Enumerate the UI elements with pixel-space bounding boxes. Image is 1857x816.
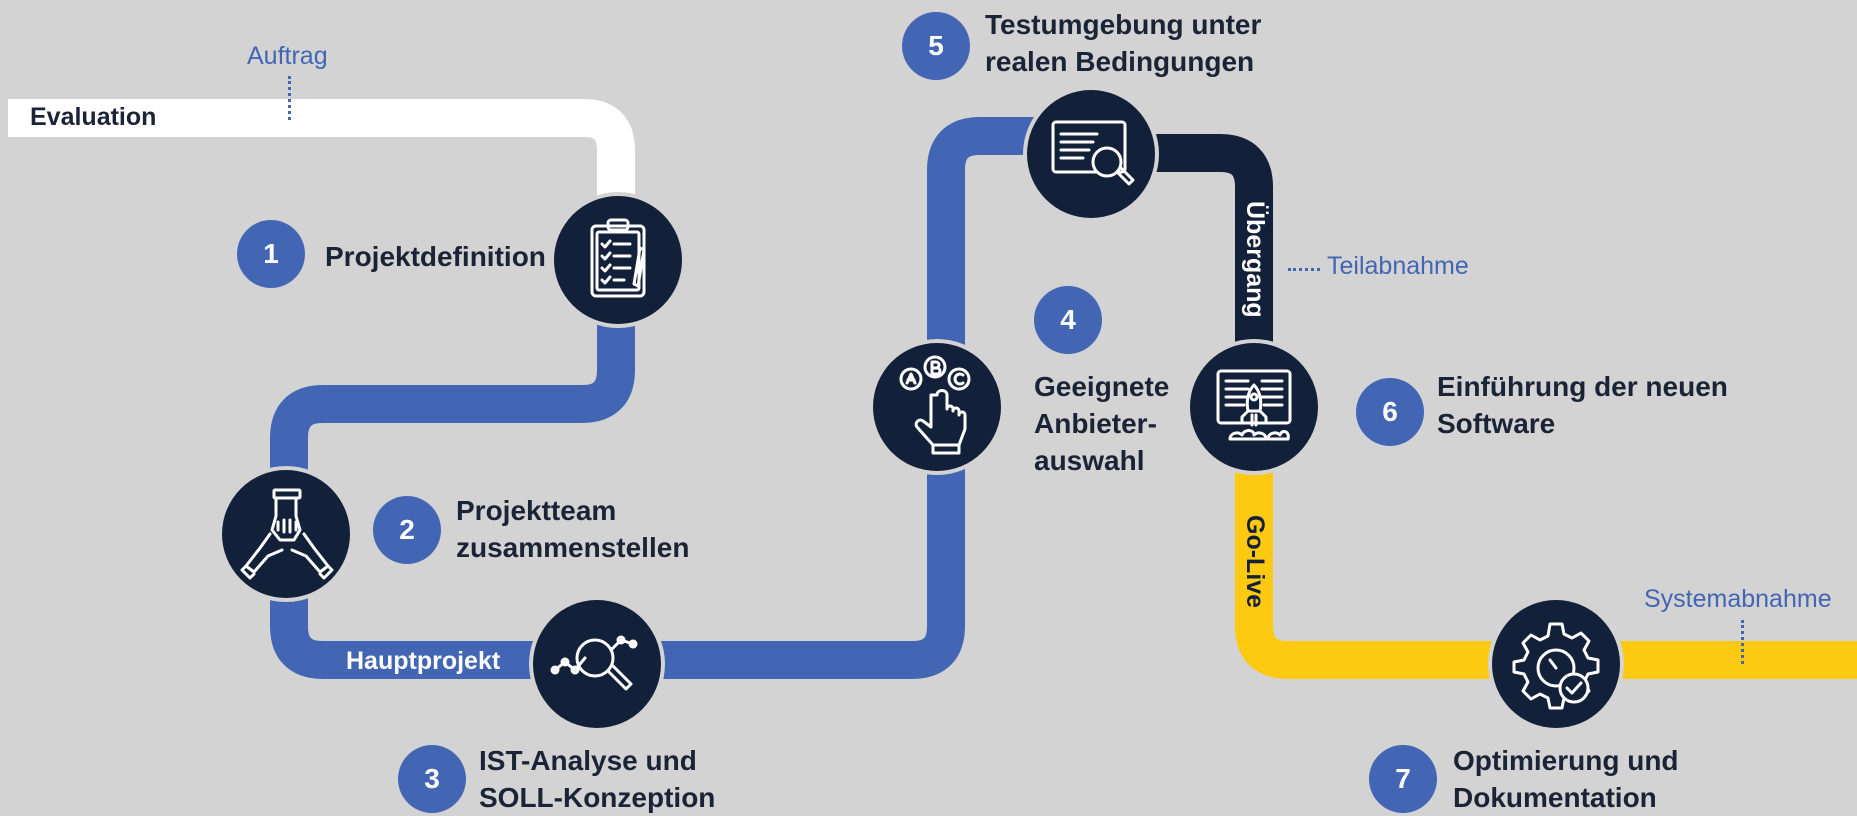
uebergang-label: Übergang [1241, 201, 1269, 318]
step-6-line-1: Einführung der neuen [1437, 371, 1728, 402]
hauptprojekt-label: Hauptprojekt [346, 647, 501, 675]
teilabnahme-leader [1288, 268, 1320, 271]
step-5-badge: 5 [902, 12, 970, 80]
step-1-line-1: Projektdefinition [325, 241, 546, 272]
analysis-magnifier-icon [533, 600, 661, 728]
step-5-line-1: Testumgebung unter [985, 9, 1262, 40]
evaluation-label: Evaluation [30, 103, 157, 131]
step-3-badge: 3 [398, 745, 466, 813]
step-2-line-2: zusammenstellen [456, 532, 690, 563]
systemabnahme-note: Systemabnahme [1644, 585, 1832, 613]
step-7-title: Optimierung und Dokumentation [1453, 742, 1679, 816]
step-3-line-2: SOLL-Konzeption [479, 782, 716, 813]
golive-label: Go-Live [1241, 515, 1269, 609]
step-6-title: Einführung der neuen Software [1437, 368, 1728, 442]
auftrag-leader [288, 76, 291, 120]
step-7-line-1: Optimierung und [1453, 745, 1679, 776]
step-2-badge: 2 [373, 496, 441, 564]
step-2-title: Projektteam zusammenstellen [456, 492, 689, 566]
step-7-badge: 7 [1369, 745, 1437, 813]
step-7-line-2: Dokumentation [1453, 782, 1657, 813]
systemabnahme-leader [1741, 620, 1744, 664]
step-5-title: Testumgebung unter realen Bedingungen [985, 6, 1261, 80]
auftrag-note: Auftrag [247, 42, 328, 70]
clipboard-checklist-icon [554, 196, 682, 324]
teilabnahme-note: Teilabnahme [1327, 252, 1469, 280]
gear-check-icon [1492, 600, 1620, 728]
step-2-line-1: Projektteam [456, 495, 617, 526]
document-search-icon [1027, 90, 1155, 218]
evaluation-path [8, 99, 635, 258]
transition-path [1090, 134, 1273, 420]
abc-choice-hand-icon [873, 343, 1001, 471]
step-6-badge: 6 [1356, 378, 1424, 446]
main-project-path [270, 117, 1078, 679]
step-1-badge: 1 [237, 220, 305, 288]
step-4-line-3: auswahl [1034, 445, 1145, 476]
rocket-launch-screen-icon [1190, 343, 1318, 471]
step-4-badge: 4 [1034, 286, 1102, 354]
step-4-line-2: Anbieter- [1034, 408, 1157, 439]
golive-path [1235, 420, 1857, 679]
step-4-line-1: Geeignete [1034, 371, 1170, 402]
team-hands-icon [222, 470, 350, 598]
step-1-title: Projektdefinition [325, 238, 546, 275]
step-6-line-2: Software [1437, 408, 1556, 439]
step-4-title: Geeignete Anbieter- auswahl [1034, 368, 1169, 479]
step-3-line-1: IST-Analyse und [479, 745, 697, 776]
step-5-line-2: realen Bedingungen [985, 46, 1255, 77]
step-3-title: IST-Analyse und SOLL-Konzeption [479, 742, 715, 816]
